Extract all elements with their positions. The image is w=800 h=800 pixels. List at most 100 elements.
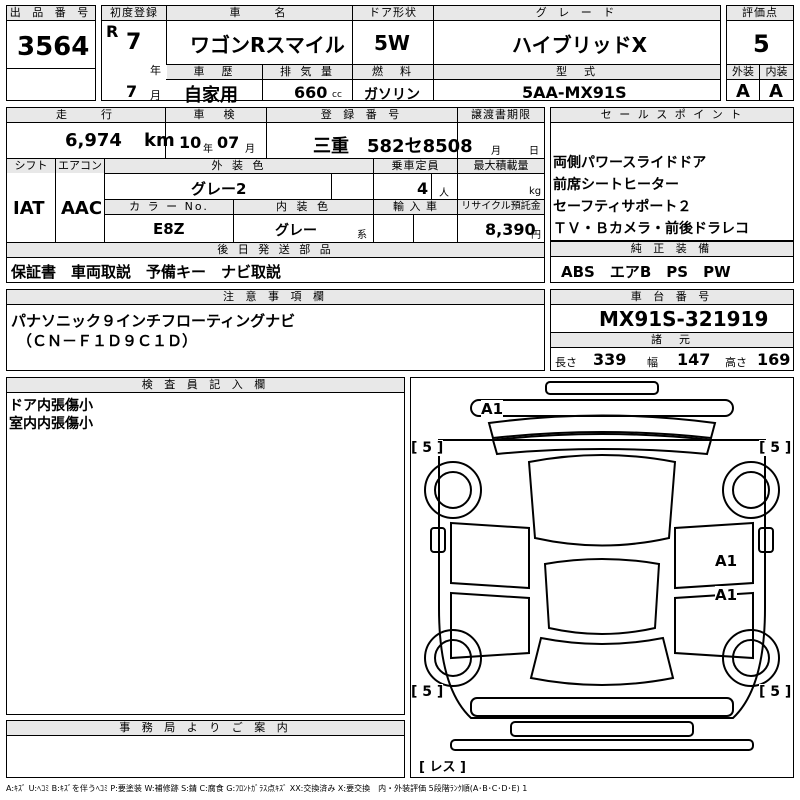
interior-color: グレー [275, 223, 317, 239]
model-label: 型 式 [434, 65, 720, 79]
notes-line-1: パナソニック９インチフローティングナビ [11, 312, 296, 330]
first-reg-month: 7 [126, 82, 138, 101]
inspection-month: 07 [217, 133, 240, 152]
mileage-unit: km [144, 130, 175, 151]
mileage: 6,974 [65, 130, 122, 151]
first-reg-label: 初度登録 [102, 6, 166, 21]
max-load-label: 最大積載量 [458, 159, 544, 173]
sales-point-3: セーフティサポート２ [553, 199, 692, 215]
chassis-number: MX91S-321919 [599, 307, 769, 331]
inspection-year-unit: 年 [203, 144, 213, 155]
first-reg-era: R [106, 22, 119, 41]
transfer-month-unit: 月 [491, 146, 501, 157]
exterior-color-label: 外 装 色 [105, 159, 373, 173]
height: 169 [757, 350, 791, 369]
length-label: 長さ [555, 356, 577, 369]
inspection-year: 10 [179, 133, 202, 152]
tire-rl-value: 5 [422, 684, 433, 700]
legend: A:ｷｽﾞ U:ﾍｺﾐ B:ｷｽﾞを伴うﾍｺﾐ P:要塗装 W:補修跡 S:錆 … [6, 784, 528, 793]
shift: IAT [13, 198, 45, 219]
car-diagram: A1 A1 A1 [ 5 ] [ 5 ] [ 5 ] [ 5 ] [ レス ] [410, 377, 794, 778]
notes-line-2: （ＣＮ－Ｆ１Ｄ９Ｃ１Ｄ） [17, 332, 198, 350]
sales-points-label: セ ー ル ス ポ イ ン ト [551, 108, 793, 123]
car-name-label: 車 名 [167, 6, 352, 21]
grade-label: グ レ ー ド [434, 6, 720, 21]
chassis-label: 車 台 番 号 [551, 290, 793, 305]
fuel: ガソリン [364, 87, 420, 103]
grade: ハイブリッドX [512, 33, 648, 57]
sales-point-4: ＴＶ・Ｂカメラ・前後ドラレコ [553, 221, 749, 237]
spare-tire-value: レス [429, 760, 456, 775]
int-score-label: 内装 [760, 65, 793, 79]
color-no-label: カ ラ ー No. [105, 200, 233, 214]
max-load-unit: kg [529, 186, 542, 197]
shift-label: シフト [7, 159, 55, 173]
displacement-unit: cc [332, 90, 342, 100]
damage-mark-right-front-door: A1 [715, 552, 738, 570]
transfer-day-unit: 日 [529, 146, 539, 157]
door-label: ドア形状 [353, 6, 433, 21]
inspector-label: 検 査 員 記 入 欄 [7, 378, 404, 393]
inspector-line-1: ドア内張傷小 [9, 398, 93, 414]
capacity: 4 [417, 179, 429, 198]
office-box: 事 務 局 よ り ご 案 内 [6, 720, 405, 778]
details-box: 走 行 車 検 登 録 番 号 譲渡書期限 6,974 km 10 年 07 月… [6, 107, 545, 283]
exterior-color: グレー2 [191, 180, 247, 198]
interior-color-unit: 系 [357, 230, 367, 241]
specs-label: 諸 元 [551, 333, 793, 347]
sales-point-1: 両側パワースライドドア [553, 155, 707, 171]
transfer-label: 譲渡書期限 [458, 108, 544, 123]
registration-number: 三重 582セ8508 [313, 136, 473, 157]
tire-fr: [ 5 ] [759, 440, 792, 456]
score: 5 [753, 30, 770, 58]
ext-score: A [736, 81, 750, 102]
int-score: A [769, 81, 783, 102]
genuine-equipment: ABS エアB PS PW [561, 263, 731, 281]
ext-score-label: 外装 [727, 65, 759, 79]
registration-label: 登 録 番 号 [267, 108, 457, 123]
displacement: 660 [294, 83, 328, 102]
length: 339 [593, 350, 627, 369]
tire-fl: [ 5 ] [411, 440, 444, 456]
interior-color-label: 内 装 色 [234, 200, 373, 214]
genuine-box: 純 正 装 備 ABS エアB PS PW [550, 241, 794, 283]
car-outline [424, 381, 780, 751]
lot-box: 出 品 番 号 3564 [6, 5, 96, 101]
capacity-label: 乗車定員 [374, 159, 457, 173]
history: 自家用 [184, 85, 238, 106]
notes-label: 注 意 事 項 欄 [7, 290, 544, 305]
mileage-label: 走 行 [7, 108, 165, 123]
color-no: E8Z [153, 220, 185, 238]
capacity-unit: 人 [439, 188, 449, 199]
displacement-label: 排 気 量 [263, 65, 352, 79]
damage-mark-right-rear-door: A1 [715, 586, 738, 604]
door-type: 5W [374, 31, 410, 55]
car-name: ワゴンRスマイル [190, 33, 345, 57]
recycle-unit: 円 [531, 230, 541, 241]
recycle-label: リサイクル預託金 [458, 200, 544, 214]
inspection-month-unit: 月 [245, 144, 255, 155]
tire-fl-value: 5 [422, 440, 433, 456]
score-box: 評価点 5 外装 内装 A A [726, 5, 794, 102]
tire-rr-value: 5 [770, 684, 781, 700]
genuine-label: 純 正 装 備 [551, 242, 793, 257]
height-label: 高さ [725, 356, 747, 369]
first-reg-month-unit: 月 [150, 89, 161, 102]
recycle-fee: 8,390 [485, 220, 536, 239]
damage-mark-front: A1 [481, 400, 504, 418]
width-label: 幅 [647, 356, 658, 369]
import-label: 輸 入 車 [374, 200, 457, 214]
sales-point-2: 前席シートヒーター [553, 177, 679, 193]
tire-rr: [ 5 ] [759, 684, 792, 700]
office-label: 事 務 局 よ り ご 案 内 [7, 721, 404, 736]
score-label: 評価点 [727, 6, 793, 21]
ac: AAC [61, 198, 103, 219]
tire-rl: [ 5 ] [411, 684, 444, 700]
inspector-line-2: 室内内張傷小 [9, 416, 93, 432]
ac-label: エアコン [56, 159, 104, 173]
first-reg-year: 7 [126, 30, 142, 55]
notes-box: 注 意 事 項 欄 パナソニック９インチフローティングナビ （ＣＮ－Ｆ１Ｄ９Ｃ１… [6, 289, 545, 371]
later-parts-label: 後 日 発 送 部 品 [7, 243, 544, 257]
inspection-label: 車 検 [166, 108, 266, 123]
main-top-box: 初度登録 車 名 ドア形状 グ レ ー ド R 7 年 7 月 ワゴンRスマイル… [101, 5, 721, 106]
